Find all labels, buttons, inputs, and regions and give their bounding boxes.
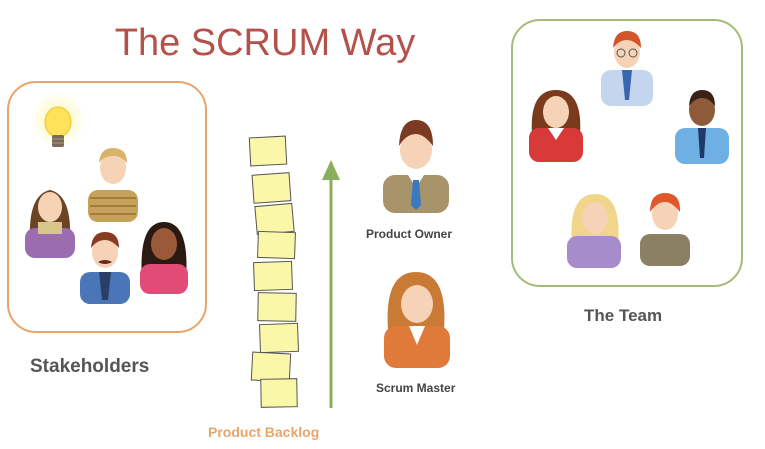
team-person-icon xyxy=(529,90,583,162)
sticky-note xyxy=(253,260,293,292)
stakeholder-person-icon xyxy=(25,190,75,258)
team-person-icon xyxy=(601,31,653,106)
scrum-master-label: Scrum Master xyxy=(376,381,456,395)
stakeholder-person-icon xyxy=(88,148,138,222)
stakeholders-label: Stakeholders xyxy=(30,356,150,377)
team-person-icon xyxy=(567,194,621,268)
stakeholder-person-icon xyxy=(80,232,130,304)
stakeholder-person-icon xyxy=(140,222,188,294)
priority-arrow xyxy=(322,160,340,408)
sticky-note xyxy=(251,172,292,204)
product-owner-label: Product Owner xyxy=(366,227,453,241)
product-owner-person-icon xyxy=(383,120,449,213)
sticky-note xyxy=(260,378,298,408)
product-backlog-stack xyxy=(248,135,299,408)
team-person-icon xyxy=(675,90,729,164)
sticky-note xyxy=(259,322,299,354)
sticky-note xyxy=(248,135,288,167)
sticky-note xyxy=(250,351,292,383)
sticky-note xyxy=(257,292,297,322)
team-box xyxy=(511,19,743,287)
sticky-note xyxy=(254,202,295,236)
scrum-master-person-icon xyxy=(384,272,450,368)
sticky-note xyxy=(257,230,296,260)
product-backlog-label: Product Backlog xyxy=(208,424,320,440)
team-person-icon xyxy=(640,193,690,266)
lightbulb-icon xyxy=(30,92,86,148)
page-title: The SCRUM Way xyxy=(114,22,416,64)
stakeholders-box xyxy=(7,81,207,333)
team-label: The Team xyxy=(584,306,663,325)
